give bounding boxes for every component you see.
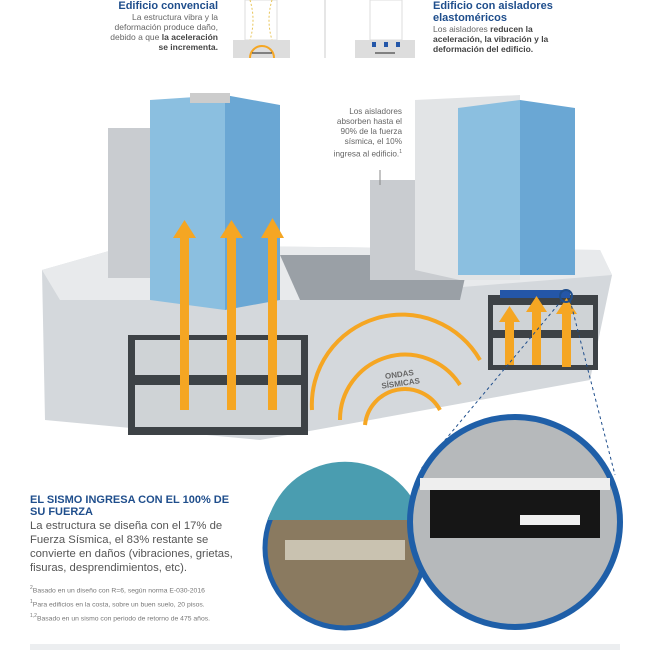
force-arrows <box>173 218 577 410</box>
conventional-title: Edificio convencial <box>118 0 218 12</box>
conventional-text: La estructura vibra y la deformación pro… <box>100 12 218 52</box>
main-body: La estructura se diseña con el 17% de Fu… <box>30 520 233 574</box>
conventional-text-normal: La estructura vibra y la deformación pro… <box>110 12 218 42</box>
left-side-building <box>108 128 158 278</box>
conventional-text-bold: la aceleración se incrementa. <box>158 32 218 52</box>
construction-photo <box>262 461 428 631</box>
isolated-text-normal: Los aisladores <box>433 24 491 34</box>
footnote-text: Basado en un sismo con periodo de retorn… <box>36 614 211 622</box>
conventional-mini-diagram <box>233 0 290 59</box>
isolator-highlight <box>559 289 573 303</box>
conventional-building-panel: Edificio convencial La estructura vibra … <box>100 0 218 52</box>
footer-bar <box>30 644 620 650</box>
main-title: EL SISMO INGRESA CON EL 100% DE SU FUERZ… <box>30 494 230 518</box>
isolators <box>500 290 570 298</box>
seismic-waves <box>309 312 482 426</box>
footnote-sup: 1 <box>30 598 33 605</box>
footnote: 1,2Basado en un sismo con periodo de ret… <box>30 611 250 625</box>
footnote: 1Para edificios en la costa, sobre un bu… <box>30 597 250 611</box>
isolated-text-bold: reducen la aceleración, la vibración y l… <box>433 24 549 54</box>
footnotes: 2Basado en un diseño con R=6, según norm… <box>30 583 250 624</box>
footnote-sup: 1,2 <box>30 612 37 619</box>
callout-text: Los aisladores absorben hasta el 90% de … <box>333 107 402 159</box>
conventional-building <box>150 95 225 310</box>
isolated-text: Los aisladores reducen la aceleración, l… <box>433 24 563 54</box>
footnote-sup: 2 <box>30 585 33 591</box>
callout-sup: 1 <box>399 149 402 155</box>
isolator-photo <box>407 414 623 630</box>
isolator-callout: Los aisladores absorben hasta el 90% de … <box>322 107 402 160</box>
footnote: 2Basado en un diseño con R=6, según norm… <box>30 583 250 597</box>
footnote-text: Basado en un diseño con R=6, según norma… <box>32 587 205 595</box>
isolated-title: Edificio con aisladores elastoméricos <box>433 0 553 24</box>
footnote-text: Para edificios en la costa, sobre un bue… <box>32 601 205 609</box>
isolated-building-panel: Edificio con aisladores elastoméricos Lo… <box>433 0 563 54</box>
isolated-mini-diagram <box>355 0 415 58</box>
